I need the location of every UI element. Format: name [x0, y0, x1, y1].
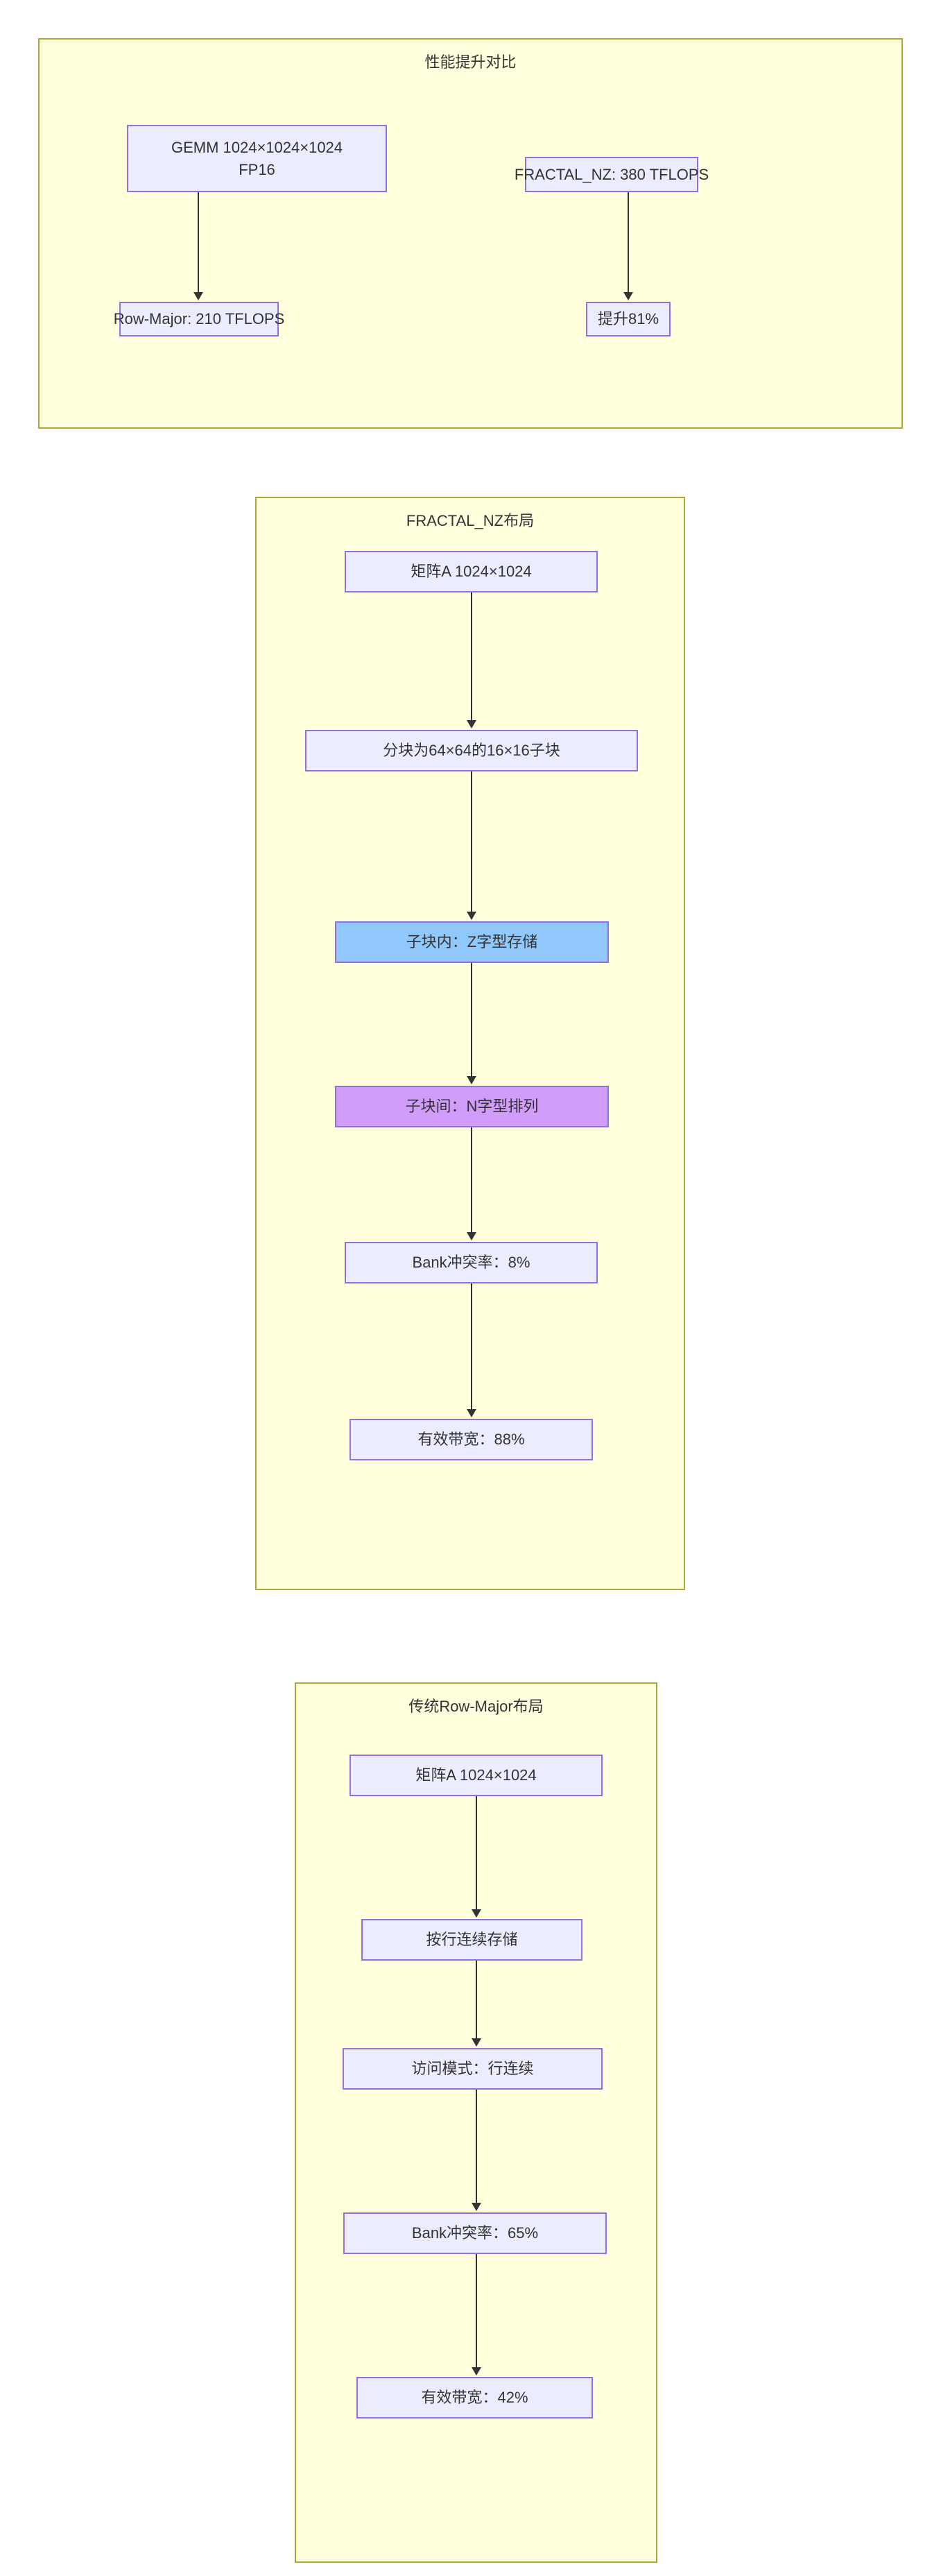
node-gemm[interactable]: GEMM 1024×1024×1024 FP16 [127, 125, 387, 192]
node-gemm-line2: FP16 [239, 160, 275, 178]
arrowhead-tiling-to-intra-block [467, 912, 476, 920]
node-intra-block-label: 子块内：Z字型存储 [406, 933, 538, 951]
node-fractal-nz-tflops[interactable]: FRACTAL_NZ: 380 TFLOPS [515, 157, 709, 192]
node-gemm-line1: GEMM 1024×1024×1024 [171, 138, 343, 156]
edge-tiling-to-intra-block [471, 771, 472, 913]
arrowhead-bank-conflict-rm-to-bandwidth-rm [472, 2367, 481, 2375]
node-matrix-a-rm-label: 矩阵A 1024×1024 [415, 1766, 537, 1784]
edge-matrix-a-rm-to-row-contiguous [476, 1796, 477, 1911]
edge-intra-block-to-inter-block [471, 963, 472, 1077]
arrowhead-gemm-to-row-major [193, 292, 203, 300]
arrowhead-bank-conflict-to-bandwidth-nz [467, 1409, 476, 1417]
node-row-major-tflops[interactable]: Row-Major: 210 TFLOPS [114, 302, 284, 336]
subgraph-title-row-major-layout: 传统Row-Major布局 [408, 1698, 544, 1715]
arrowhead-matrix-a-rm-to-row-contiguous [472, 1909, 481, 1918]
arrowhead-row-contiguous-to-access-pattern [472, 2038, 481, 2047]
subgraph-fractal-nz-layout: FRACTAL_NZ布局 [255, 497, 685, 1590]
node-matrix-a-nz[interactable]: 矩阵A 1024×1024 [345, 551, 598, 592]
node-row-contiguous-label: 按行连续存储 [426, 1931, 518, 1949]
node-tiling-label: 分块为64×64的16×16子块 [383, 742, 560, 760]
arrowhead-intra-block-to-inter-block [467, 1076, 476, 1084]
node-bank-conflict-nz[interactable]: Bank冲突率：8% [345, 1242, 598, 1283]
arrowhead-matrix-a-nz-to-tiling [467, 720, 476, 728]
node-bank-bandwidth-rm[interactable]: 有效带宽：42% [356, 2377, 593, 2419]
node-intra-block[interactable]: 子块内：Z字型存储 [335, 921, 609, 963]
node-improvement[interactable]: 提升81% [586, 302, 671, 336]
node-matrix-a-rm[interactable]: 矩阵A 1024×1024 [349, 1755, 603, 1796]
edge-fractal-to-improvement [628, 192, 629, 293]
node-access-pattern[interactable]: 访问模式：行连续 [343, 2048, 603, 2090]
node-access-pattern-label: 访问模式：行连续 [411, 2060, 534, 2078]
arrowhead-fractal-to-improvement [623, 292, 633, 300]
subgraph-title-perf-comparison: 性能提升对比 [424, 53, 517, 71]
node-bank-conflict-rm[interactable]: Bank冲突率：65% [343, 2212, 607, 2254]
edge-access-pattern-to-bank-conflict-rm [476, 2090, 477, 2204]
node-bank-conflict-rm-label: Bank冲突率：65% [411, 2224, 539, 2242]
arrowhead-access-pattern-to-bank-conflict-rm [472, 2203, 481, 2211]
node-bandwidth-rm-label: 有效带宽：42% [421, 2389, 528, 2407]
node-row-major-tflops-label: Row-Major: 210 TFLOPS [113, 310, 285, 328]
node-bandwidth-nz[interactable]: 有效带宽：88% [349, 1419, 593, 1460]
node-tiling[interactable]: 分块为64×64的16×16子块 [305, 730, 638, 771]
node-bank-conflict-nz-label: Bank冲突率：8% [412, 1254, 530, 1272]
node-improvement-label: 提升81% [597, 310, 659, 328]
node-matrix-a-nz-label: 矩阵A 1024×1024 [411, 563, 532, 581]
node-row-contiguous[interactable]: 按行连续存储 [361, 1919, 582, 1961]
node-fractal-nz-tflops-label: FRACTAL_NZ: 380 TFLOPS [514, 165, 709, 183]
subgraph-title-fractal-nz-layout: FRACTAL_NZ布局 [406, 512, 535, 529]
edge-bank-conflict-to-bandwidth-nz [471, 1283, 472, 1410]
edge-gemm-to-row-major [198, 192, 199, 293]
subgraph-perf-comparison: 性能提升对比 [38, 38, 903, 429]
edge-matrix-a-nz-to-tiling [471, 592, 472, 722]
edge-row-contiguous-to-access-pattern [476, 1961, 477, 2040]
arrowhead-inter-block-to-bank-conflict [467, 1232, 476, 1240]
node-inter-block-label: 子块间：N字型排列 [405, 1098, 539, 1116]
node-bandwidth-nz-label: 有效带宽：88% [417, 1431, 525, 1449]
edge-inter-block-to-bank-conflict [471, 1127, 472, 1234]
node-inter-block[interactable]: 子块间：N字型排列 [335, 1086, 609, 1127]
edge-bank-conflict-rm-to-bandwidth-rm [476, 2254, 477, 2369]
